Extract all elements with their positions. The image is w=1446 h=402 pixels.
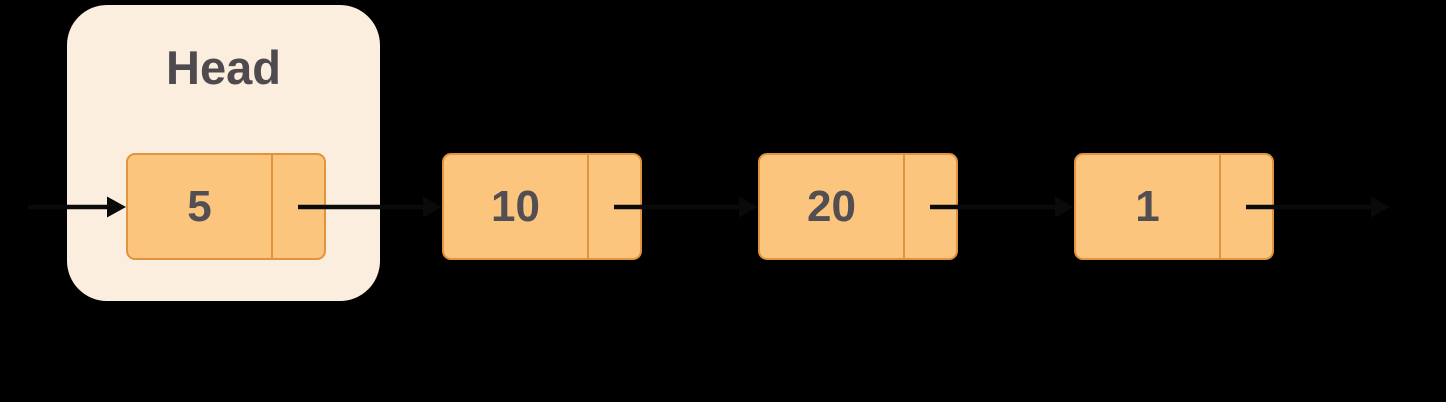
node-value: 5 (187, 181, 212, 231)
arrowhead-icon (1055, 196, 1074, 218)
arrowhead-icon (423, 196, 442, 218)
arrowhead-icon (739, 196, 758, 218)
list-node-3: 20 (758, 153, 958, 260)
node-divider (271, 155, 273, 258)
node-divider (1219, 155, 1221, 258)
node-divider (587, 155, 589, 258)
arrowhead-icon (1371, 196, 1390, 218)
head-label: Head (166, 41, 281, 94)
list-node-2: 10 (442, 153, 642, 260)
node-value: 20 (807, 181, 856, 231)
node-value: 1 (1135, 181, 1160, 231)
node-divider (903, 155, 905, 258)
list-node-4: 1 (1074, 153, 1274, 260)
list-node-1: 5 (126, 153, 326, 260)
node-value: 10 (491, 181, 540, 231)
